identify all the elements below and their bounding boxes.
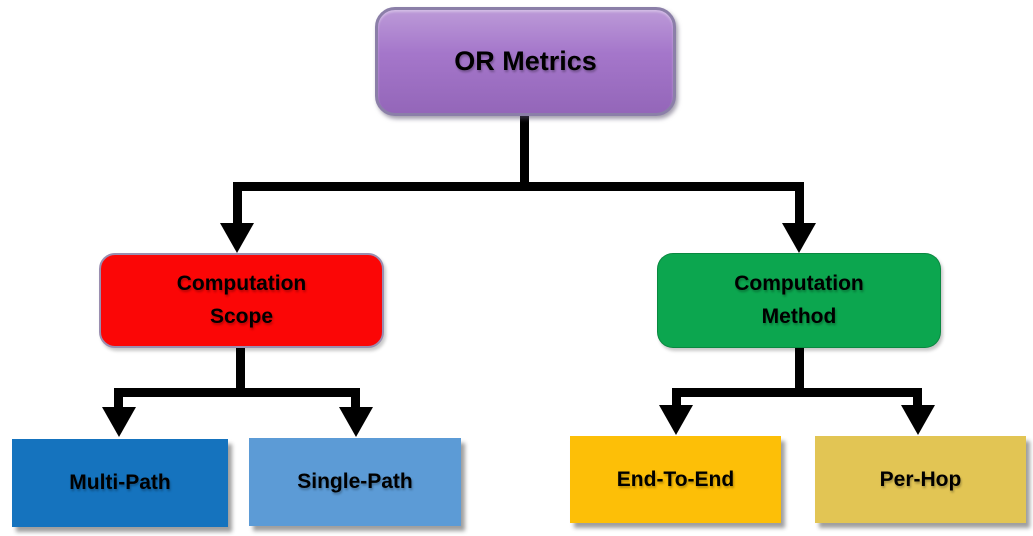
connector-root-left-drop	[233, 182, 242, 226]
connector-scope-stem	[236, 345, 245, 397]
arrowhead-down-to-method	[782, 223, 816, 253]
node-single-path: Single-Path	[249, 438, 461, 526]
connector-scope-crossbar	[114, 388, 360, 397]
node-computation-method-label-line1: Computation	[734, 271, 864, 295]
connector-root-right-drop	[795, 182, 804, 226]
node-or-metrics-label: OR Metrics	[454, 46, 597, 76]
node-computation-method: Computation Method	[657, 253, 941, 348]
connector-method-stem	[795, 345, 804, 397]
connector-method-crossbar	[672, 388, 922, 397]
connector-root-crossbar	[233, 182, 804, 191]
connector-root-stem	[520, 112, 529, 190]
node-or-metrics: OR Metrics	[375, 7, 676, 116]
node-end-to-end: End-To-End	[570, 436, 781, 523]
connector-method-right-drop	[913, 388, 922, 410]
node-end-to-end-label: End-To-End	[616, 467, 735, 491]
connector-method-left-drop	[672, 388, 681, 410]
node-computation-scope-label-line1: Computation	[176, 271, 307, 295]
node-computation-method-label-line2: Method	[761, 304, 837, 328]
node-per-hop: Per-Hop	[815, 436, 1026, 523]
node-single-path-label: Single-Path	[297, 470, 413, 493]
arrowhead-down-to-end-to-end	[659, 405, 693, 435]
connector-scope-right-drop	[351, 388, 360, 412]
arrowhead-down-to-scope	[220, 223, 254, 253]
node-multi-path-label: Multi-Path	[69, 471, 171, 494]
arrowhead-down-to-multi-path	[102, 407, 136, 437]
node-multi-path: Multi-Path	[12, 439, 228, 527]
connector-scope-left-drop	[114, 388, 123, 412]
arrowhead-down-to-single-path	[339, 407, 373, 437]
node-computation-scope-label-line2: Scope	[209, 304, 274, 328]
node-per-hop-label: Per-Hop	[879, 467, 962, 491]
arrowhead-down-to-per-hop	[901, 405, 935, 435]
node-computation-scope: Computation Scope	[99, 253, 384, 348]
